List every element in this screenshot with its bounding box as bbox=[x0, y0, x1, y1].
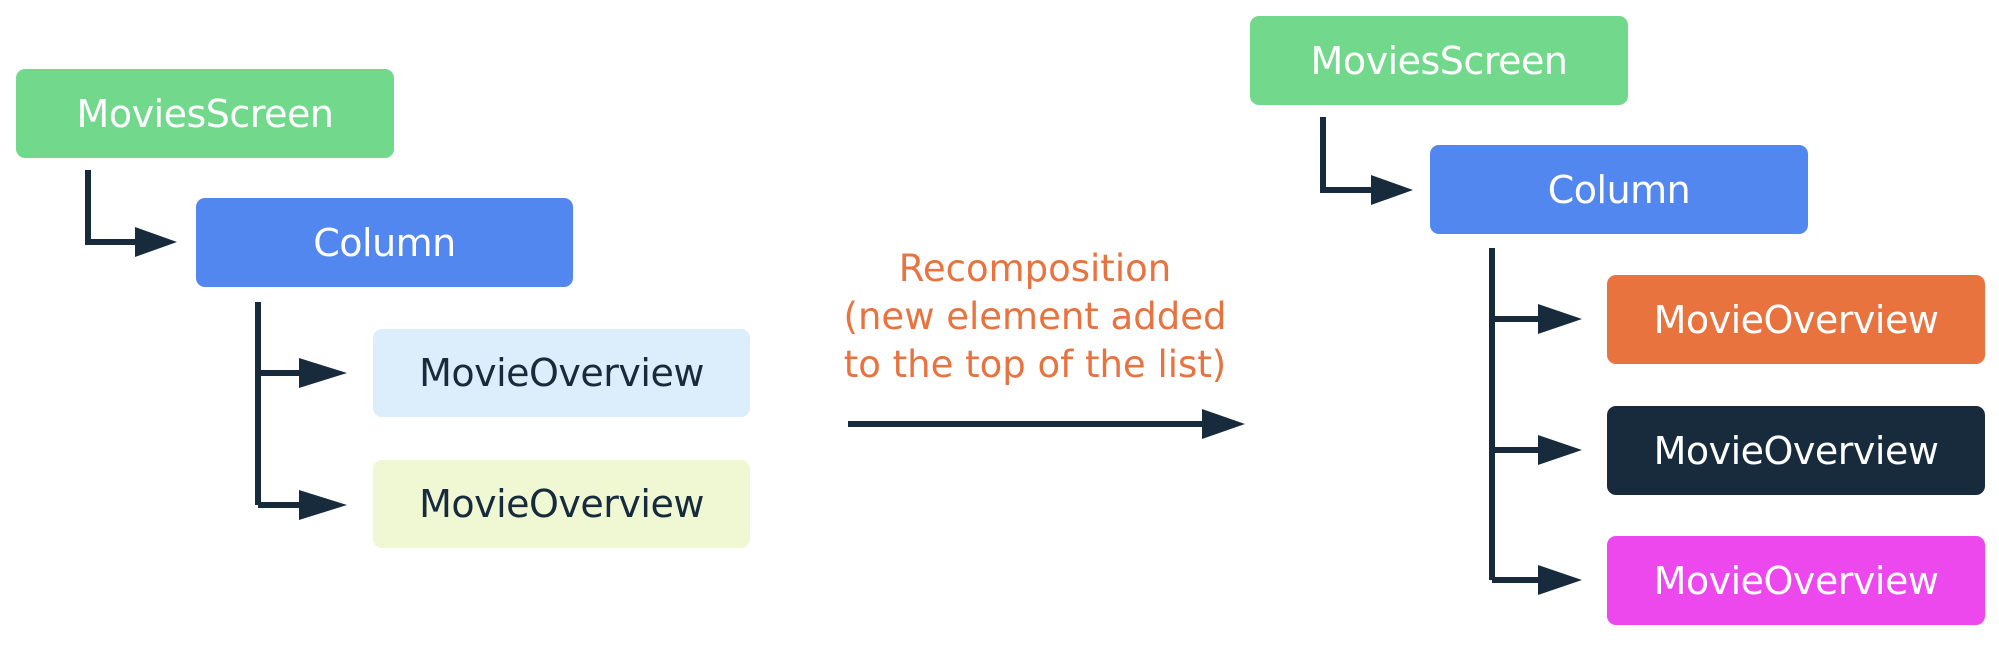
recomposition-caption-line-1: Recomposition bbox=[898, 247, 1172, 290]
after-arrowhead-column bbox=[1371, 175, 1413, 205]
after-movie-overview-node-1: MovieOverview bbox=[1607, 275, 1985, 364]
before-column-label: Column bbox=[313, 220, 456, 265]
before-movie-overview-node-2: MovieOverview bbox=[373, 460, 750, 548]
recomposition-caption-line-3: to the top of the list) bbox=[843, 343, 1227, 386]
before-root-to-column-line bbox=[85, 170, 138, 245]
after-movies-screen-node: MoviesScreen bbox=[1250, 16, 1628, 105]
after-movie-overview-node-2: MovieOverview bbox=[1607, 406, 1985, 495]
recomposition-arrowhead bbox=[1202, 409, 1245, 439]
after-movie-overview-label-3: MovieOverview bbox=[1653, 558, 1939, 603]
before-arrowhead-column bbox=[135, 227, 177, 257]
after-arrowhead-child-2 bbox=[1538, 435, 1582, 465]
before-arrowhead-child-2 bbox=[299, 490, 347, 520]
recomposition-arrow bbox=[848, 409, 1245, 439]
after-column-node: Column bbox=[1430, 145, 1808, 234]
before-column-node: Column bbox=[196, 198, 573, 287]
before-movie-overview-label-2: MovieOverview bbox=[419, 482, 704, 526]
after-column-label: Column bbox=[1547, 167, 1691, 212]
recomposition-caption-line-2: (new element added bbox=[843, 295, 1227, 338]
before-movies-screen-node: MoviesScreen bbox=[16, 69, 394, 158]
before-arrowheads bbox=[135, 227, 347, 520]
after-movie-overview-node-3: MovieOverview bbox=[1607, 536, 1985, 625]
after-root-to-column-line bbox=[1320, 117, 1374, 193]
before-arrowhead-child-1 bbox=[299, 358, 347, 388]
before-movies-screen-label: MoviesScreen bbox=[76, 91, 334, 136]
recomposition-caption: Recomposition (new element added to the … bbox=[790, 245, 1280, 389]
before-movie-overview-label-1: MovieOverview bbox=[419, 351, 704, 395]
before-connectors bbox=[85, 170, 302, 508]
after-movie-overview-label-2: MovieOverview bbox=[1653, 428, 1939, 473]
after-connectors bbox=[1320, 117, 1541, 583]
after-movie-overview-label-1: MovieOverview bbox=[1653, 297, 1939, 342]
after-movies-screen-label: MoviesScreen bbox=[1310, 38, 1568, 83]
after-arrowhead-child-1 bbox=[1538, 304, 1582, 334]
before-movie-overview-node-1: MovieOverview bbox=[373, 329, 750, 417]
after-arrowhead-child-3 bbox=[1538, 565, 1582, 595]
after-arrowheads bbox=[1371, 175, 1582, 595]
